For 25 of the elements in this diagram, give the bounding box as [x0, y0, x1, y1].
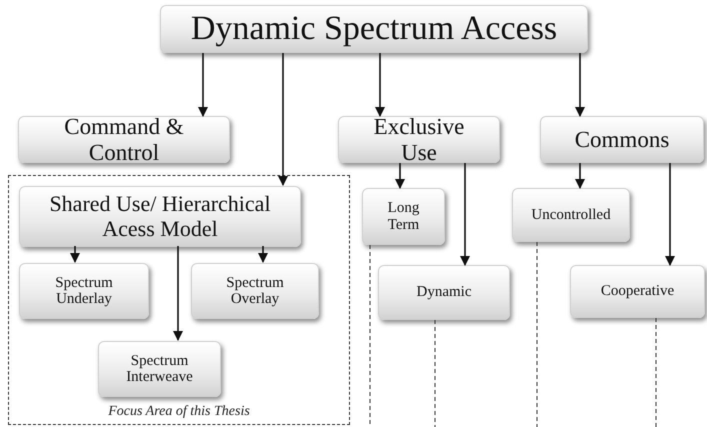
rounded-box: Commons	[540, 116, 704, 163]
rounded-box: Command & Control	[18, 116, 230, 163]
rounded-box: Spectrum Interweave	[98, 341, 221, 397]
rounded-box: Spectrum Overlay	[191, 263, 319, 319]
arrow	[460, 163, 470, 266]
arrow	[665, 163, 675, 266]
rounded-box: Dynamic	[378, 265, 510, 320]
dashed-frame	[8, 175, 350, 425]
arrow	[258, 246, 268, 263]
rounded-box: Dynamic Spectrum Access	[160, 5, 588, 53]
frame-caption: Focus Area of this Thesis	[107, 404, 251, 420]
arrow	[278, 53, 288, 186]
arrow	[395, 163, 405, 189]
rounded-box: Long Term	[362, 188, 445, 245]
rounded-box: Exclusive Use	[338, 116, 500, 163]
rounded-box: Uncontrolled	[512, 188, 630, 242]
arrow	[575, 53, 585, 117]
rounded-box: Spectrum Underlay	[19, 263, 149, 319]
arrow	[198, 53, 208, 117]
arrow	[173, 246, 183, 341]
arrow	[70, 246, 80, 263]
arrow	[375, 53, 385, 117]
arrow	[575, 163, 585, 189]
rounded-box: Shared Use/ Hierarchical Acess Model	[19, 186, 301, 247]
rounded-box: Cooperative	[570, 265, 705, 318]
